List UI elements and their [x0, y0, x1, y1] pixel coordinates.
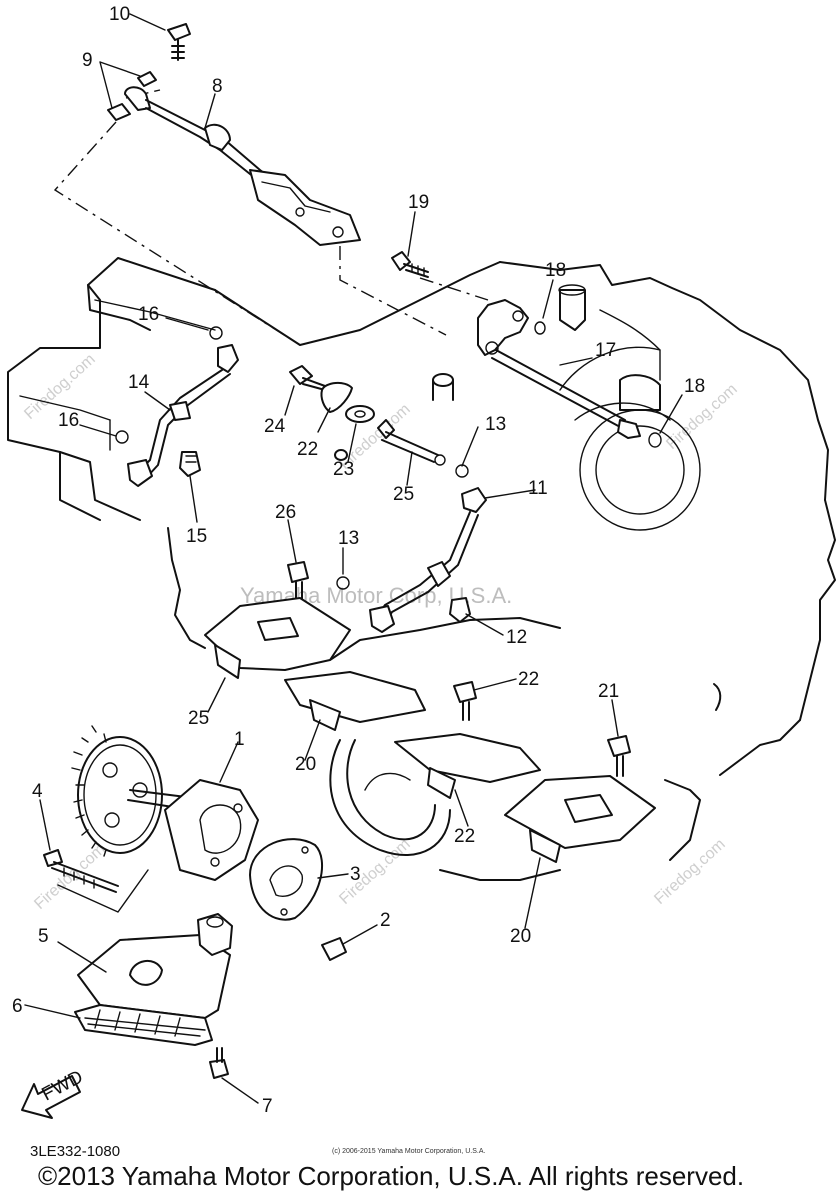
part-label-13: 13	[485, 414, 506, 435]
part-label-16: 16	[138, 304, 159, 325]
part-label-13: 13	[338, 528, 359, 549]
copyright-notice: ©2013 Yamaha Motor Corporation, U.S.A. A…	[38, 1161, 745, 1191]
part-label-23: 22	[518, 669, 539, 690]
part-label-11: 11	[528, 478, 548, 499]
part-label-24: 25	[188, 708, 209, 729]
bolts	[287, 561, 631, 777]
part-label-28: 24	[264, 416, 286, 437]
part-label-3: 3	[350, 864, 361, 885]
oil-pipe-right	[391, 251, 662, 448]
part-label-20: 20	[510, 926, 531, 947]
part-label-10: 10	[109, 4, 130, 25]
part-label-12: 12	[506, 627, 527, 648]
part-label-21: 21	[598, 681, 619, 702]
part-label-16: 16	[58, 410, 79, 431]
part-label-5: 5	[38, 926, 49, 947]
part-label-22: 20	[295, 754, 316, 775]
part-label-19: 19	[408, 192, 429, 213]
crankcase-outline	[7, 257, 836, 881]
part-label-4: 4	[32, 781, 43, 802]
oil-pipe-center	[336, 464, 487, 633]
part-label-22: 22	[454, 826, 475, 847]
part-label-8: 8	[212, 76, 223, 97]
drawing-code: 3LE332-1080	[30, 1143, 121, 1160]
oil-delivery-pipe-upper	[107, 23, 361, 246]
oil-pipe-left	[115, 326, 239, 487]
part-label-27: 23	[333, 459, 354, 480]
part-label-18: 18	[545, 260, 566, 281]
leader-lines	[53, 89, 489, 346]
fwd-arrow-icon: FWD	[21, 1067, 87, 1119]
oil-strainer	[74, 913, 233, 1079]
part-label-18: 18	[684, 376, 705, 397]
part-label-14: 14	[128, 372, 150, 393]
part-number-labels: 10 9 8 19 18 17 18 16 14 16 15 24 22 23 …	[12, 4, 705, 1117]
part-label-26: 22	[297, 439, 318, 460]
part-label-25: 26	[275, 502, 296, 523]
part-label-29: 25	[393, 484, 414, 505]
watermark-firedog: Firedog.com	[651, 836, 728, 908]
part-label-2: 2	[380, 910, 391, 931]
part-label-17: 17	[595, 340, 616, 361]
fine-print: (c) 2006-2015 Yamaha Motor Corporation, …	[332, 1148, 486, 1155]
watermark-firedog: Firedog.com	[336, 836, 413, 908]
callout-lines	[24, 13, 683, 1104]
part-label-7: 7	[262, 1096, 273, 1117]
part-label-6: 6	[12, 996, 23, 1017]
part-label-1: 1	[234, 729, 245, 750]
part-label-9: 9	[82, 50, 93, 71]
part-label-15: 15	[186, 526, 207, 547]
guide-plates	[204, 597, 656, 863]
oil-pump	[43, 725, 347, 961]
shaft-assembly	[289, 365, 446, 466]
